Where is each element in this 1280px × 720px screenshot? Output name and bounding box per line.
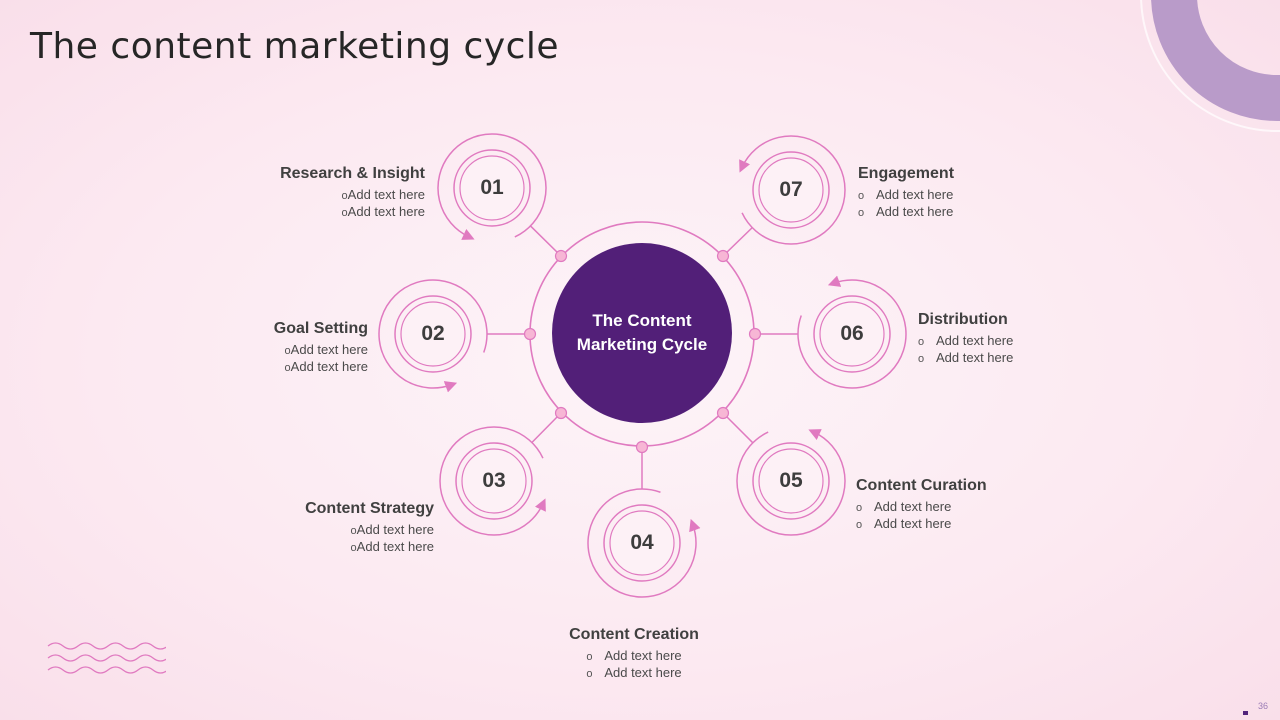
step-number-07: 07 <box>779 178 803 201</box>
decorative-waves <box>47 642 166 674</box>
step-bullet: Add text here <box>273 342 368 359</box>
outer-arc-arrow <box>736 429 846 536</box>
outer-arc-arrow <box>437 133 547 240</box>
step-label-distribution: Distribution Add text here Add text here <box>918 311 1013 367</box>
node-ring <box>603 504 681 582</box>
node-inner-circle <box>459 155 525 221</box>
step-bullet: Add text here <box>305 539 434 556</box>
step-title: Engagement <box>858 165 955 182</box>
step-node-02 <box>378 279 537 393</box>
node-inner-circle <box>758 448 824 514</box>
ring-dot <box>748 327 762 341</box>
node-inner-circle <box>819 301 885 367</box>
step-number-04: 04 <box>630 531 654 554</box>
step-bullet: Add text here <box>586 665 681 682</box>
step-label-engagement: Engagement Add text here Add text here <box>858 165 954 221</box>
step-number-06: 06 <box>840 322 864 345</box>
outer-arc-arrow <box>587 488 701 598</box>
step-title: Content Creation <box>569 626 699 643</box>
step-bullet: Add text here <box>856 499 987 516</box>
hub-label-line-2: Marketing Cycle <box>576 335 708 354</box>
ring-dot <box>523 327 537 341</box>
connector-line <box>529 225 562 257</box>
step-label-content-curation: Content Curation Add text here Add text … <box>856 477 987 533</box>
step-bullet: Add text here <box>918 350 1013 367</box>
step-bullet: Add text here <box>280 204 425 221</box>
node-ring <box>394 295 472 373</box>
node-ring <box>813 295 891 373</box>
step-bullet: Add text here <box>856 516 987 533</box>
step-bullet: Add text here <box>858 187 954 204</box>
outer-arc-arrow <box>739 135 846 245</box>
connector-line <box>531 412 562 444</box>
connector-line <box>722 412 754 444</box>
step-title: Goal Setting <box>273 320 368 337</box>
step-bullet: Add text here <box>273 359 368 376</box>
slide-title: The content marketing cycle <box>30 26 560 67</box>
ring-dot <box>554 249 568 263</box>
step-node-06 <box>748 275 907 389</box>
step-bullet: Add text here <box>586 648 681 665</box>
hub-circle <box>552 243 732 423</box>
step-bullet: Add text here <box>858 204 954 221</box>
step-node-01 <box>437 133 568 263</box>
outer-arc-arrow <box>378 279 488 393</box>
outer-arc-arrow <box>797 275 907 389</box>
step-number-05: 05 <box>779 469 803 492</box>
decorative-arc <box>1140 0 1280 132</box>
hub-label-line-1: The Content <box>592 311 692 330</box>
ring-dot <box>554 406 568 420</box>
step-bullet: Add text here <box>280 187 425 204</box>
step-node-03 <box>439 406 568 536</box>
step-label-goal-setting: Goal Setting Add text here Add text here <box>273 320 368 376</box>
step-node-04 <box>587 440 701 598</box>
step-title: Content Curation <box>856 477 987 494</box>
node-inner-circle <box>461 448 527 514</box>
step-bullet: Add text here <box>305 522 434 539</box>
step-node-07 <box>716 135 846 263</box>
node-inner-circle <box>758 157 824 223</box>
step-label-content-strategy: Content Strategy Add text here Add text … <box>305 500 434 556</box>
step-number-03: 03 <box>482 469 506 492</box>
step-number-01: 01 <box>480 176 504 199</box>
node-ring <box>455 442 533 520</box>
step-label-research: Research & Insight Add text here Add tex… <box>280 165 425 221</box>
ring-dot <box>716 406 730 420</box>
ring-dot <box>635 440 649 454</box>
step-node-05 <box>716 406 846 536</box>
step-number-02: 02 <box>421 322 445 345</box>
page-number: 36 <box>1257 701 1268 711</box>
step-label-content-creation: Content Creation Add text here Add text … <box>534 626 734 682</box>
node-inner-circle <box>400 301 466 367</box>
connector-line <box>722 227 753 257</box>
node-inner-circle <box>609 510 675 576</box>
outer-arc-arrow <box>439 426 546 536</box>
step-title: Distribution <box>918 311 1008 328</box>
step-title: Research & Insight <box>280 165 425 182</box>
hub-label: The Content Marketing Cycle <box>553 244 731 422</box>
page-marker <box>1243 711 1248 715</box>
node-ring <box>453 149 531 227</box>
node-ring <box>752 151 830 229</box>
node-ring <box>752 442 830 520</box>
step-title: Content Strategy <box>305 500 434 517</box>
ring-dot <box>716 249 730 263</box>
step-bullet: Add text here <box>918 333 1013 350</box>
